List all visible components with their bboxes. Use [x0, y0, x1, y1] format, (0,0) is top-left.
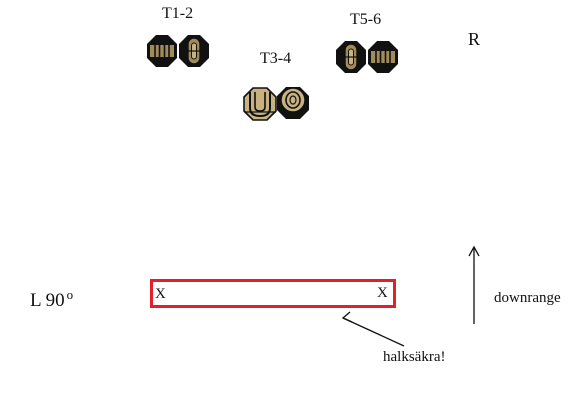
left-side-text: L 90: [30, 290, 65, 311]
downrange-arrow: [468, 245, 480, 324]
direction-label: downrange: [494, 290, 561, 306]
target-label-t5-6: T5-6: [350, 11, 382, 28]
note-arrow: [341, 311, 405, 347]
target-t3: [243, 87, 277, 121]
target-t2: [178, 34, 210, 68]
degree-symbol: o: [66, 287, 74, 302]
target-t4: [276, 86, 310, 120]
barrier-mark-right: X: [377, 285, 388, 301]
target-label-t3-4: T3-4: [260, 50, 292, 67]
note-label: halksäkra!: [383, 349, 446, 365]
right-side-label: R: [468, 29, 481, 49]
target-t6: [367, 40, 399, 74]
barrier-mark-left: X: [155, 286, 166, 302]
barrier-box: [150, 279, 396, 308]
target-t1: [146, 34, 178, 68]
target-label-t1-2: T1-2: [162, 5, 194, 22]
target-t5: [335, 40, 367, 74]
